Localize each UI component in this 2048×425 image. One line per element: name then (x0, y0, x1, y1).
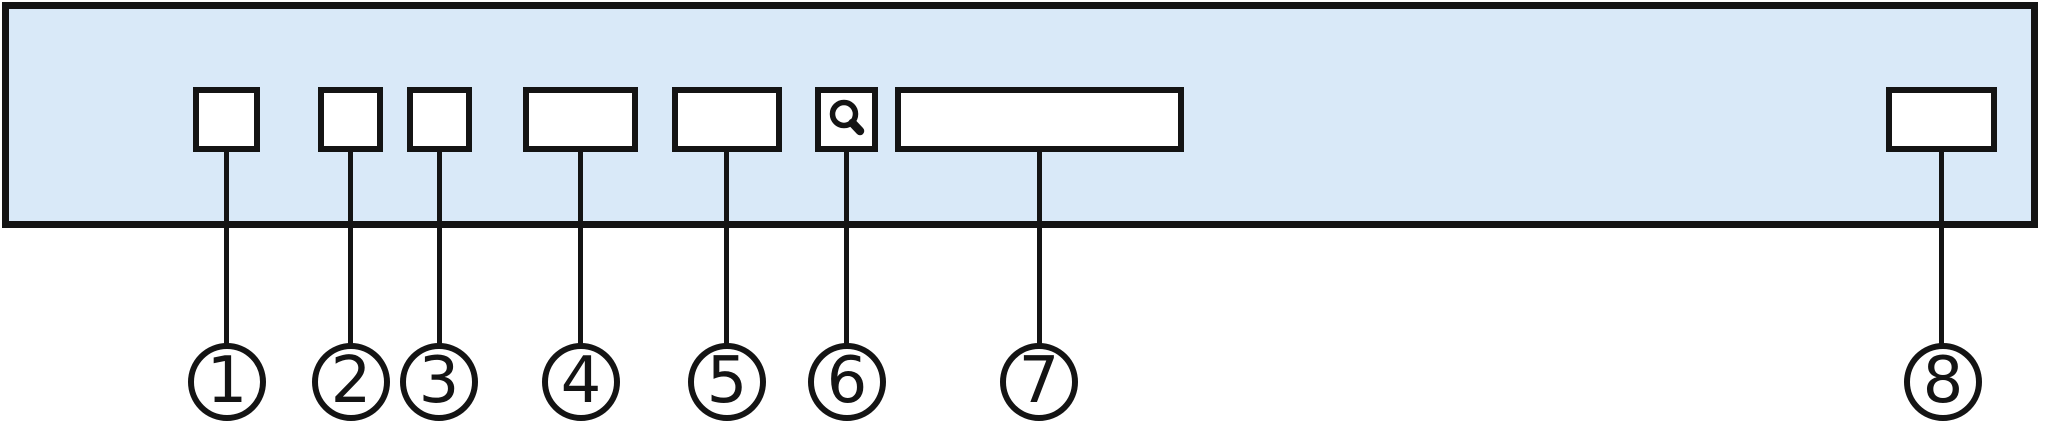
leader-line-8 (1939, 150, 1944, 345)
toolbar-button-5[interactable] (672, 87, 782, 152)
search-icon (826, 97, 868, 143)
toolbar-button-3[interactable] (407, 87, 472, 152)
toolbar-button-1[interactable] (193, 87, 260, 152)
callout-number-7: 7 (1018, 344, 1060, 418)
callout-number-3: 3 (418, 344, 460, 418)
leader-line-2 (348, 150, 353, 345)
leader-line-4 (578, 150, 583, 345)
callout-number-8: 8 (1922, 344, 1964, 418)
callout-circle-8[interactable]: 8 (1904, 343, 1982, 421)
callout-circle-1[interactable]: 1 (188, 343, 266, 421)
callout-number-2: 2 (330, 344, 372, 418)
callout-circle-3[interactable]: 3 (400, 343, 478, 421)
callout-circle-4[interactable]: 4 (542, 343, 620, 421)
toolbar-button-4[interactable] (523, 87, 638, 152)
leader-line-6 (844, 150, 849, 345)
leader-line-7 (1037, 150, 1042, 345)
callout-number-1: 1 (206, 344, 248, 418)
toolbar-button-8[interactable] (1886, 87, 1997, 152)
callout-number-4: 4 (560, 344, 602, 418)
leader-line-5 (724, 150, 729, 345)
callout-circle-2[interactable]: 2 (312, 343, 390, 421)
callout-circle-6[interactable]: 6 (808, 343, 886, 421)
toolbar-button-2[interactable] (318, 87, 383, 152)
toolbar-input-field[interactable] (895, 87, 1184, 152)
callout-circle-7[interactable]: 7 (1000, 343, 1078, 421)
leader-line-3 (437, 150, 442, 345)
leader-line-1 (224, 150, 229, 345)
toolbar-search-button[interactable] (815, 87, 878, 152)
callout-number-6: 6 (826, 344, 868, 418)
callout-circle-5[interactable]: 5 (688, 343, 766, 421)
callout-number-5: 5 (706, 344, 748, 418)
